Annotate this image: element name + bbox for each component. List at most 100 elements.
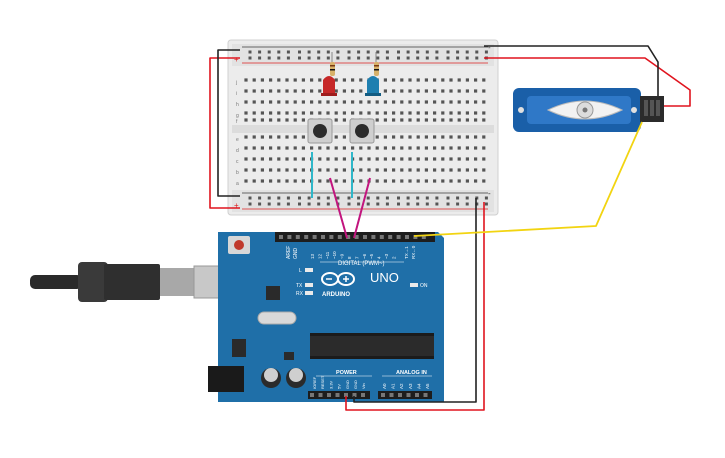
- breadboard-hole: [433, 89, 437, 93]
- rail-hole: [465, 56, 469, 60]
- wire-magenta-button-1[interactable]: [329, 177, 348, 239]
- breadboard-hole: [260, 118, 264, 122]
- digital-pin-label: ~10: [332, 251, 337, 259]
- breadboard-hole: [433, 100, 437, 104]
- row-letter-j: j: [235, 80, 237, 86]
- header-hole: [363, 235, 367, 239]
- header-hole: [379, 235, 384, 239]
- rail-hole: [397, 202, 400, 206]
- header-hole: [327, 393, 331, 397]
- breadboard-hole: [482, 146, 486, 150]
- breadboard-hole: [252, 168, 256, 172]
- resistor-2[interactable]: [374, 62, 379, 76]
- rail-hole: [258, 56, 262, 60]
- digital-pin-label: ~9: [340, 253, 345, 259]
- digital-pwm-label: DIGITAL (PWM~): [338, 261, 385, 267]
- rail-hole: [456, 56, 460, 60]
- rail-hole: [326, 202, 330, 206]
- wire-black-left-rail[interactable]: [217, 49, 240, 197]
- servo-motor[interactable]: [513, 88, 664, 132]
- breadboard-hole: [465, 168, 469, 172]
- breadboard-hole: [449, 100, 453, 104]
- rail-hole: [465, 196, 469, 200]
- wire-black-servo-ground[interactable]: [484, 45, 659, 96]
- breadboard-hole: [310, 146, 314, 150]
- header-hole: [381, 393, 385, 397]
- rail-hole: [248, 56, 252, 60]
- breadboard-hole: [318, 168, 322, 172]
- rail-hole: [298, 202, 301, 206]
- rail-hole: [366, 202, 370, 206]
- breadboard-hole: [244, 157, 248, 161]
- breadboard-hole: [383, 179, 387, 183]
- breadboard-hole: [285, 118, 289, 122]
- breadboard-hole: [449, 179, 453, 183]
- breadboard-hole: [351, 100, 355, 104]
- breadboard-hole: [474, 89, 478, 93]
- rail-hole: [456, 50, 460, 54]
- pushbutton-2[interactable]: [349, 118, 375, 144]
- header-hole: [321, 235, 325, 239]
- breadboard-hole: [457, 111, 461, 115]
- row-letter-h: h: [236, 102, 239, 108]
- breadboard-hole: [400, 118, 404, 122]
- pushbutton-1[interactable]: [307, 118, 333, 144]
- breadboard-hole: [293, 78, 297, 82]
- breadboard-hole: [400, 135, 404, 139]
- power-pin-label: IOREF: [312, 376, 317, 389]
- digital-pin-label: 4: [377, 256, 382, 259]
- rail-hole: [286, 50, 290, 54]
- usb-cable[interactable]: [30, 262, 229, 302]
- resistor-1[interactable]: [330, 62, 335, 76]
- rail-hole: [248, 50, 252, 54]
- rail-hole: [267, 196, 271, 200]
- breadboard-hole: [400, 89, 404, 93]
- digital-pin-label: ~6: [362, 253, 367, 259]
- breadboard-hole: [433, 118, 437, 122]
- breadboard-hole: [293, 100, 297, 104]
- led-red-base: [321, 93, 337, 96]
- breadboard-hole: [433, 135, 437, 139]
- breadboard-hole: [318, 89, 322, 93]
- header-hole: [337, 235, 342, 239]
- rail-hole: [336, 196, 340, 200]
- header-hole: [354, 235, 359, 239]
- wire-red-5v[interactable]: [345, 202, 485, 411]
- led-red[interactable]: [321, 76, 337, 96]
- power-pin-label: RESET: [320, 375, 325, 389]
- breadboard-hole: [383, 157, 387, 161]
- breadboard-hole: [482, 111, 486, 115]
- resistor-band: [374, 69, 379, 71]
- row-letter-g: g: [236, 113, 239, 119]
- breadboard-hole: [269, 135, 273, 139]
- wire-red-servo-power[interactable]: [484, 57, 691, 107]
- bottom-header-holes: [310, 393, 428, 397]
- reset-button[interactable]: [234, 240, 244, 250]
- wire-yellow-servo-signal[interactable]: [413, 121, 643, 237]
- breadboard-hole: [416, 168, 420, 172]
- breadboard-hole: [392, 179, 396, 183]
- servo-screw: [582, 107, 588, 113]
- breadboard-hole: [383, 146, 387, 150]
- wire-magenta-button-2[interactable]: [353, 177, 371, 239]
- breadboard-hole: [392, 118, 396, 122]
- led-blue[interactable]: [365, 76, 381, 96]
- bottom-rail-minus-label: -: [488, 189, 491, 198]
- breadboard-hole: [400, 111, 404, 115]
- wire-black-gnd[interactable]: [353, 198, 477, 403]
- breadboard-hole: [416, 118, 420, 122]
- l-led-label: L: [299, 268, 302, 274]
- breadboard-hole: [301, 146, 305, 150]
- breadboard-hole: [441, 146, 445, 150]
- header-hole: [389, 393, 394, 397]
- tx-led: [305, 283, 313, 287]
- breadboard-hole: [375, 100, 379, 104]
- rail-hole: [465, 202, 469, 206]
- breadboard-hole: [269, 118, 273, 122]
- rail-hole: [357, 196, 361, 200]
- wire-red-left-rail[interactable]: [209, 57, 240, 209]
- rail-hole: [366, 196, 370, 200]
- breadboard-hole: [482, 179, 486, 183]
